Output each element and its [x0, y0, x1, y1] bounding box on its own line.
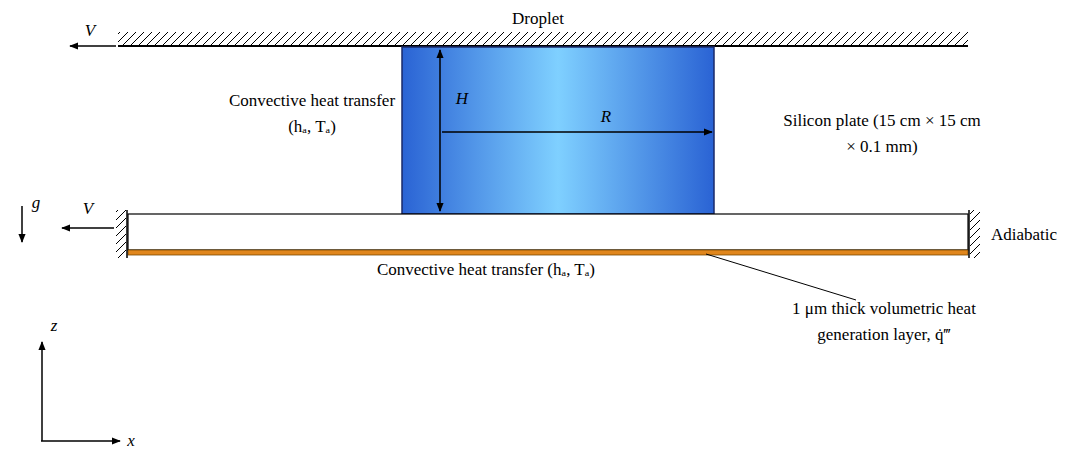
boundary-condition: Convective heat transfer (hₐ, Tₐ)	[217, 88, 407, 139]
leader-line	[706, 254, 856, 300]
gravity-arrow	[21, 206, 23, 242]
adiabatic-wall	[968, 210, 970, 258]
part-label: 1 μm thick volumetric heat generation la…	[768, 296, 1000, 347]
height-symbol: H	[456, 86, 468, 112]
velocity-arrow	[70, 45, 116, 47]
velocity-arrow	[62, 227, 114, 229]
figure-title: Droplet	[512, 6, 564, 32]
adiabatic-wall	[126, 210, 128, 258]
gravity-symbol: g	[32, 190, 41, 216]
silicon-plate	[128, 214, 968, 250]
x-axis	[41, 440, 120, 442]
droplet	[402, 47, 714, 214]
wall-hatching	[118, 32, 968, 46]
boundary-condition: Adiabatic	[991, 222, 1057, 248]
z-axis	[41, 342, 43, 441]
axis-label: x	[127, 428, 135, 454]
adiabatic-hatching	[116, 210, 126, 258]
velocity-symbol: V	[83, 196, 93, 222]
part-label: Silicon plate (15 cm × 15 cm × 0.1 mm)	[777, 108, 987, 159]
height-arrow	[439, 50, 441, 211]
axis-label: z	[51, 313, 58, 339]
boundary-condition: Convective heat transfer (hₐ, Tₐ)	[377, 257, 595, 283]
heat-generation-layer	[128, 250, 968, 255]
radius-arrow	[442, 131, 712, 133]
radius-symbol: R	[601, 104, 611, 130]
velocity-symbol: V	[85, 18, 95, 44]
adiabatic-hatching	[970, 210, 980, 258]
